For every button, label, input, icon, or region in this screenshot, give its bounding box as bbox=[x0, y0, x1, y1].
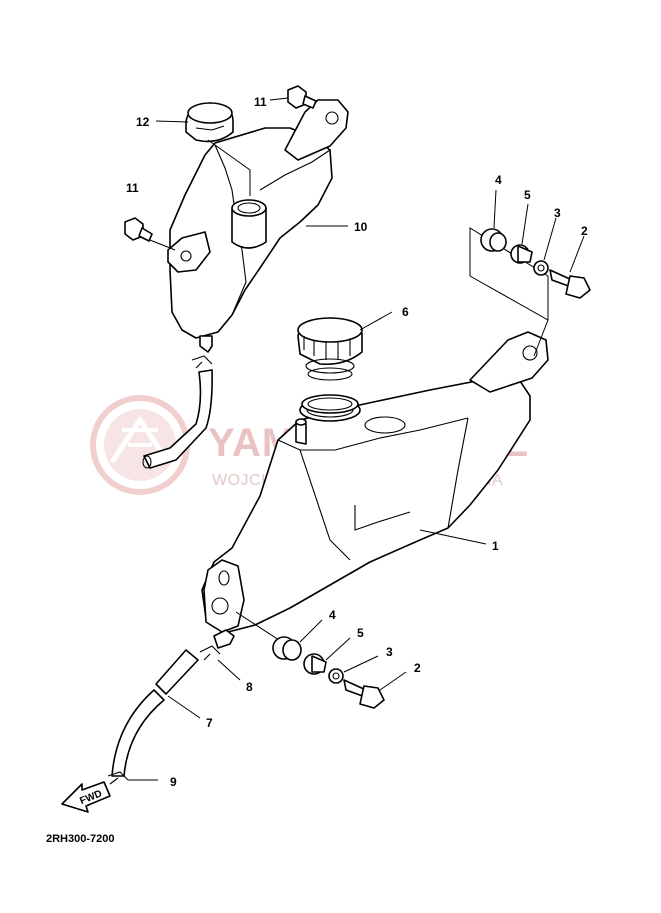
upper-hardware-group bbox=[469, 189, 591, 357]
clip-part-8 bbox=[199, 645, 241, 681]
callout-2-upper: 2 bbox=[581, 224, 588, 238]
callout-6: 6 bbox=[402, 305, 409, 319]
bolt-part-2-lower bbox=[343, 671, 407, 709]
callout-2-lower: 2 bbox=[414, 661, 421, 675]
callout-11-upper: 11 bbox=[254, 95, 267, 109]
callout-11-left: 11 bbox=[126, 181, 139, 195]
callout-4-lower: 4 bbox=[329, 608, 336, 622]
collar-part-5-upper bbox=[510, 203, 533, 264]
callout-8: 8 bbox=[246, 680, 253, 694]
callout-7: 7 bbox=[206, 716, 213, 730]
grommet-part-4-lower bbox=[272, 619, 323, 661]
callout-5-upper: 5 bbox=[524, 188, 531, 202]
collar-part-5-lower bbox=[303, 637, 351, 675]
tank-cap-part-6 bbox=[297, 311, 393, 381]
callout-12: 12 bbox=[136, 115, 150, 129]
callouts: 12 11 11 10 4 5 3 2 6 1 4 5 3 2 8 7 9 bbox=[126, 95, 588, 789]
clip-part-9 bbox=[107, 771, 158, 785]
diagram-code: 2RH300-7200 bbox=[46, 833, 115, 845]
callout-4-upper: 4 bbox=[495, 173, 502, 187]
bolt-part-11-left bbox=[124, 217, 176, 251]
reservoir-hose bbox=[142, 355, 213, 469]
callout-1: 1 bbox=[492, 539, 499, 553]
leader-line-part-12 bbox=[155, 120, 189, 123]
drain-hose-part-7 bbox=[111, 649, 201, 777]
leader-line-part-1 bbox=[419, 529, 487, 545]
callout-5-lower: 5 bbox=[357, 626, 364, 640]
forward-direction-arrow: FWD bbox=[61, 781, 111, 813]
bolt-part-2-upper bbox=[549, 235, 591, 299]
reservoir-tank-part-10 bbox=[167, 99, 349, 353]
cap-gasket bbox=[301, 394, 359, 414]
reservoir-cap-part-12 bbox=[185, 102, 251, 196]
washer-part-3-upper bbox=[533, 217, 557, 276]
main-tank-part-1 bbox=[201, 331, 549, 649]
callout-10: 10 bbox=[354, 220, 368, 234]
bolt-part-11-upper bbox=[269, 85, 317, 109]
washer-part-3-lower bbox=[328, 655, 379, 684]
grommet-part-4-upper bbox=[480, 189, 507, 252]
lower-hardware-group bbox=[235, 611, 407, 709]
callout-3-upper: 3 bbox=[554, 206, 561, 220]
callout-9: 9 bbox=[170, 775, 177, 789]
callout-3-lower: 3 bbox=[386, 645, 393, 659]
